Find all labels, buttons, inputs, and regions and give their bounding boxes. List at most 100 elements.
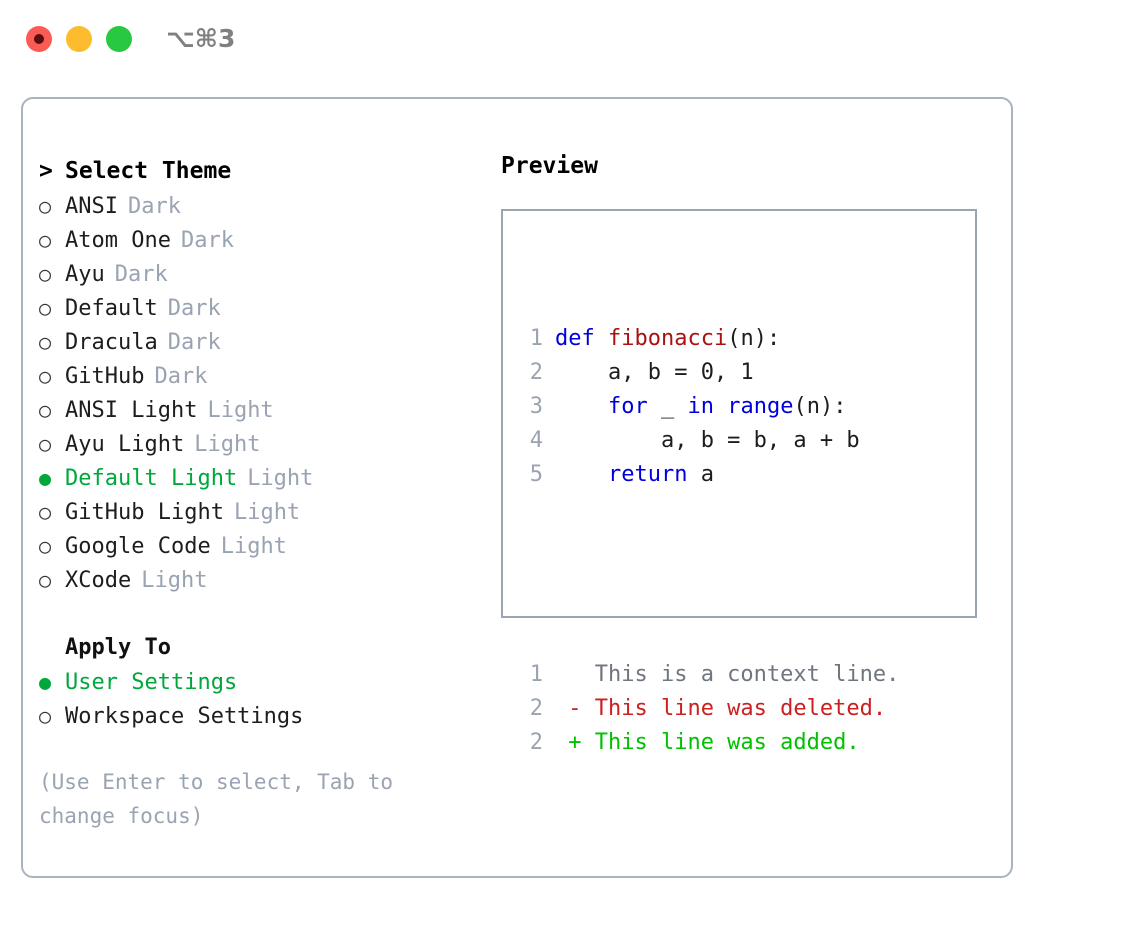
keyboard-shortcut-label: ⌥⌘3 [166,24,236,53]
line-number: 1 [529,326,543,351]
window-maximize-button[interactable] [106,26,132,52]
code-line: 3 for _ in range(n): [515,390,899,424]
radio-unselected-icon: ○ [39,568,52,592]
window-title-bar: ⌥⌘3 [0,0,1140,80]
code-token [714,394,727,419]
radio-unselected-icon: ○ [39,534,52,558]
theme-option-label: ANSI Light [65,398,198,423]
apply-to-option-workspace-settings[interactable]: ○Workspace Settings [39,699,479,733]
theme-variant-badge: Light [220,534,287,559]
line-number: 5 [529,462,543,487]
section-spacer [39,597,479,631]
apply-to-option-user-settings[interactable]: ●User Settings [39,665,479,699]
code-token: range [727,394,794,419]
radio-unselected-icon: ○ [39,500,52,524]
theme-option-label: ANSI [65,194,118,219]
theme-option-atom-one[interactable]: ○ Atom One Dark [39,223,479,257]
code-token: This is a context line. [555,662,900,687]
theme-option-xcode[interactable]: ○ XCode Light [39,563,479,597]
theme-option-label: Ayu Light [65,432,185,457]
apply-to-option-list: ●User Settings○Workspace Settings [39,665,479,733]
line-number: 2 [529,696,543,721]
diff-line: 1 This is a context line. [515,658,900,692]
diff-sample-lines: 1 This is a context line.2 - This line w… [515,658,900,760]
theme-variant-badge: Dark [127,194,181,219]
diff-line: 2 - This line was deleted. [515,692,899,726]
radio-unselected-icon: ○ [39,432,52,456]
code-line: 2 a, b = 0, 1 [515,356,899,390]
code-token: a [687,462,714,487]
theme-variant-badge: Dark [180,228,234,253]
code-line: 5 return a [515,458,899,492]
code-token [555,462,608,487]
window-minimize-button[interactable] [66,26,92,52]
code-token: _ [647,394,688,419]
theme-option-label: GitHub [65,364,145,389]
theme-option-label: Dracula [65,330,158,355]
select-theme-header: >Select Theme [39,153,479,189]
code-line: 4 a, b = b, a + b [515,424,899,458]
radio-selected-icon: ● [39,670,52,694]
radio-unselected-icon: ○ [39,194,52,218]
theme-variant-badge: Light [141,568,208,593]
line-number: 2 [529,360,543,385]
theme-option-ayu-light[interactable]: ○ Ayu Light Light [39,427,479,461]
keyboard-hint-line-2: change focus) [39,804,204,828]
code-token: fibonacci [608,326,728,351]
code-token: a, b = 0, 1 [555,360,754,385]
line-number: 1 [529,662,543,687]
code-token: def [555,326,595,351]
line-number: 3 [529,394,543,419]
line-number: 4 [529,428,543,453]
code-line: 1 def fibonacci(n): [515,322,899,356]
diff-line: 2 + This line was added. [515,726,899,760]
theme-option-label: Atom One [65,228,171,253]
radio-unselected-icon: ○ [39,296,52,320]
theme-variant-badge: Light [207,398,274,423]
code-diff-gap [515,560,899,590]
theme-option-label: Default [65,296,158,321]
theme-option-github-light[interactable]: ○ GitHub Light Light [39,495,479,529]
recording-indicator-dot [34,34,44,44]
theme-option-default[interactable]: ○ Default Dark [39,291,479,325]
radio-unselected-icon: ○ [39,228,52,252]
code-token: - This line was deleted. [555,696,887,721]
code-token [555,394,608,419]
code-token: for [607,394,648,419]
theme-option-label: Default Light [65,466,238,491]
keyboard-hint-text: (Use Enter to select, Tab to change focu… [39,765,439,833]
radio-selected-icon: ● [39,466,52,490]
preview-title: Preview [501,153,598,179]
radio-unselected-icon: ○ [39,262,52,286]
theme-option-ansi[interactable]: ○ ANSI Dark [39,189,479,223]
theme-option-ansi-light[interactable]: ○ ANSI Light Light [39,393,479,427]
code-token: in [687,394,714,419]
apply-to-option-label: Workspace Settings [65,704,304,729]
code-token: (n): [793,394,847,419]
theme-option-label: XCode [65,568,132,593]
code-token: a, b = b, a + b [555,428,860,453]
theme-option-label: GitHub Light [65,500,224,525]
code-token [595,326,608,351]
apply-to-heading: Apply To [65,635,171,660]
theme-variant-badge: Light [194,432,261,457]
theme-option-label: Ayu [65,262,105,287]
code-token: (n): [727,326,781,351]
radio-unselected-icon: ○ [39,398,52,422]
theme-option-ayu[interactable]: ○ Ayu Dark [39,257,479,291]
theme-variant-badge: Light [233,500,301,525]
theme-variant-badge: Dark [167,296,221,321]
code-token: + This line was added. [555,730,860,755]
theme-variant-badge: Dark [154,364,208,389]
theme-variant-badge: Dark [114,262,168,287]
